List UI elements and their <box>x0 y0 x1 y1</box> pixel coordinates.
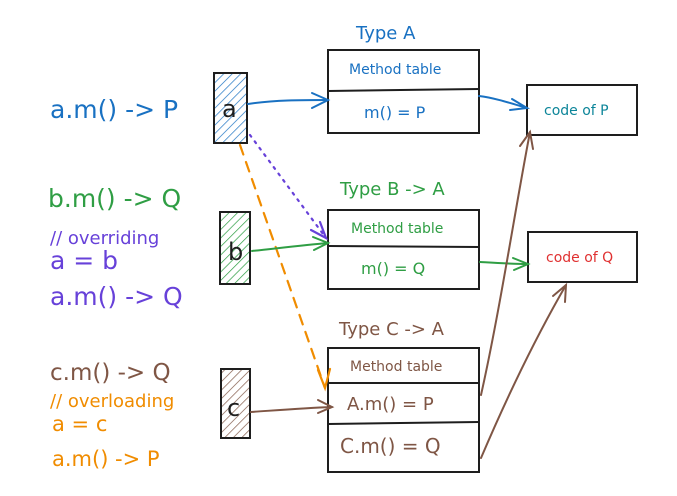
arrow-a-to-type-c-dashed <box>238 143 332 392</box>
type-c-row-a-m: A.m() = P <box>347 394 434 415</box>
type-a-row-m: m() = P <box>364 103 426 122</box>
code-of-q-box: code of Q <box>527 231 638 283</box>
type-c-row-c-m: C.m() = Q <box>340 434 441 458</box>
comment-overloading: // overloading <box>50 391 174 412</box>
code-line-b-m-q: b.m() -> Q <box>48 184 181 213</box>
type-b-row-m: m() = Q <box>361 259 425 278</box>
code-line-a-m-p-2: a.m() -> P <box>52 447 160 471</box>
arrow-type-c-a-m-to-code-p <box>480 129 534 396</box>
code-line-a-m-q: a.m() -> Q <box>50 282 183 311</box>
type-b-title: Type B -> A <box>339 179 445 200</box>
variable-c-label: c <box>227 394 240 422</box>
type-c-method-table: Method table A.m() = P C.m() = Q <box>327 347 480 473</box>
variable-a-box: a <box>213 72 248 144</box>
arrow-a-to-type-a <box>247 92 331 109</box>
code-line-a-m-p: a.m() -> P <box>50 95 178 124</box>
arrow-b-to-type-b <box>251 236 331 252</box>
variable-b-box: b <box>219 211 251 285</box>
arrow-c-to-type-c <box>250 399 335 414</box>
type-a-title: Type A <box>355 23 416 44</box>
type-c-table-label: Method table <box>350 359 442 375</box>
type-b-table-label: Method table <box>351 221 443 237</box>
arrow-type-b-to-code-q <box>479 257 531 271</box>
variable-b-label: b <box>228 238 243 266</box>
code-line-c-m-q: c.m() -> Q <box>50 360 171 386</box>
type-c-title: Type C -> A <box>338 319 445 340</box>
type-a-method-table: Method table m() = P <box>327 49 480 134</box>
code-of-p-box: code of P <box>526 84 638 136</box>
type-a-table-label: Method table <box>349 62 441 78</box>
variable-a-label: a <box>222 95 237 123</box>
code-assign-a-c: a = c <box>52 412 107 436</box>
variable-c-box: c <box>220 368 251 439</box>
code-of-p-label: code of P <box>544 103 609 119</box>
code-of-q-label: code of Q <box>546 250 613 266</box>
comment-overriding: // overriding <box>50 228 159 249</box>
code-assign-a-b: a = b <box>50 246 118 275</box>
arrow-a-to-type-b-dotted <box>248 133 329 241</box>
arrow-type-c-c-m-to-code-q <box>480 282 568 459</box>
type-b-method-table: Method table m() = Q <box>327 209 480 290</box>
arrow-type-a-to-code-p <box>478 95 531 111</box>
